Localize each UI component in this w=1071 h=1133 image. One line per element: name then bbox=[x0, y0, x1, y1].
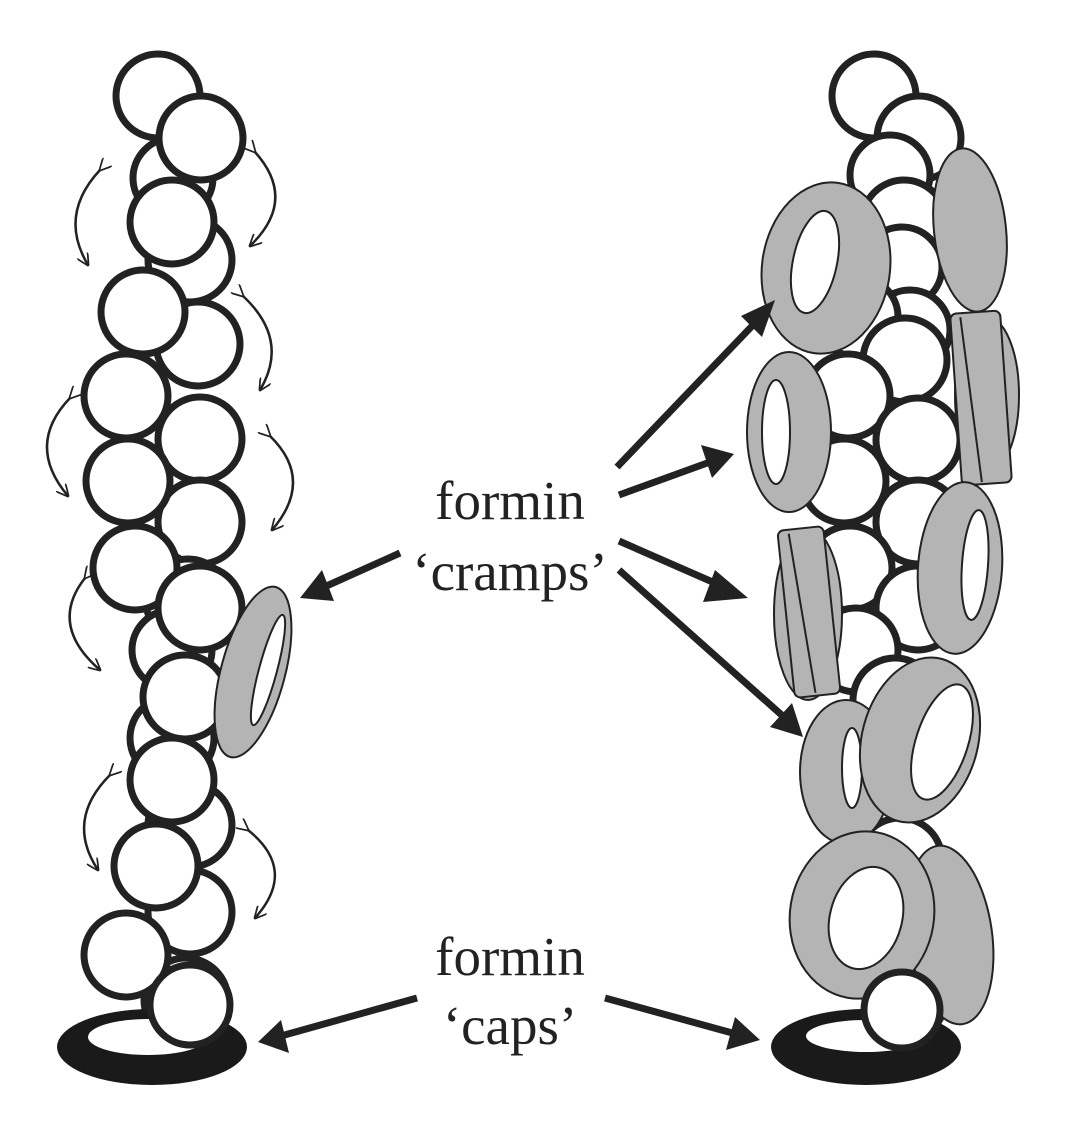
cramps-label-line2: ‘cramps’ bbox=[412, 541, 607, 602]
right-formin-cap bbox=[771, 968, 961, 1085]
cap-pointer-arrows bbox=[258, 994, 760, 1053]
left-filament bbox=[80, 50, 247, 1046]
left-formin-cap bbox=[57, 961, 247, 1085]
caps-label-line1: formin bbox=[435, 926, 585, 987]
cramps-label-line1: formin bbox=[435, 470, 585, 531]
caps-label-line2: ‘caps’ bbox=[443, 995, 577, 1056]
cramp-pointer-arrows bbox=[300, 300, 803, 737]
flexibility-arrows bbox=[45, 152, 295, 918]
left-formin-cramp bbox=[213, 585, 293, 759]
